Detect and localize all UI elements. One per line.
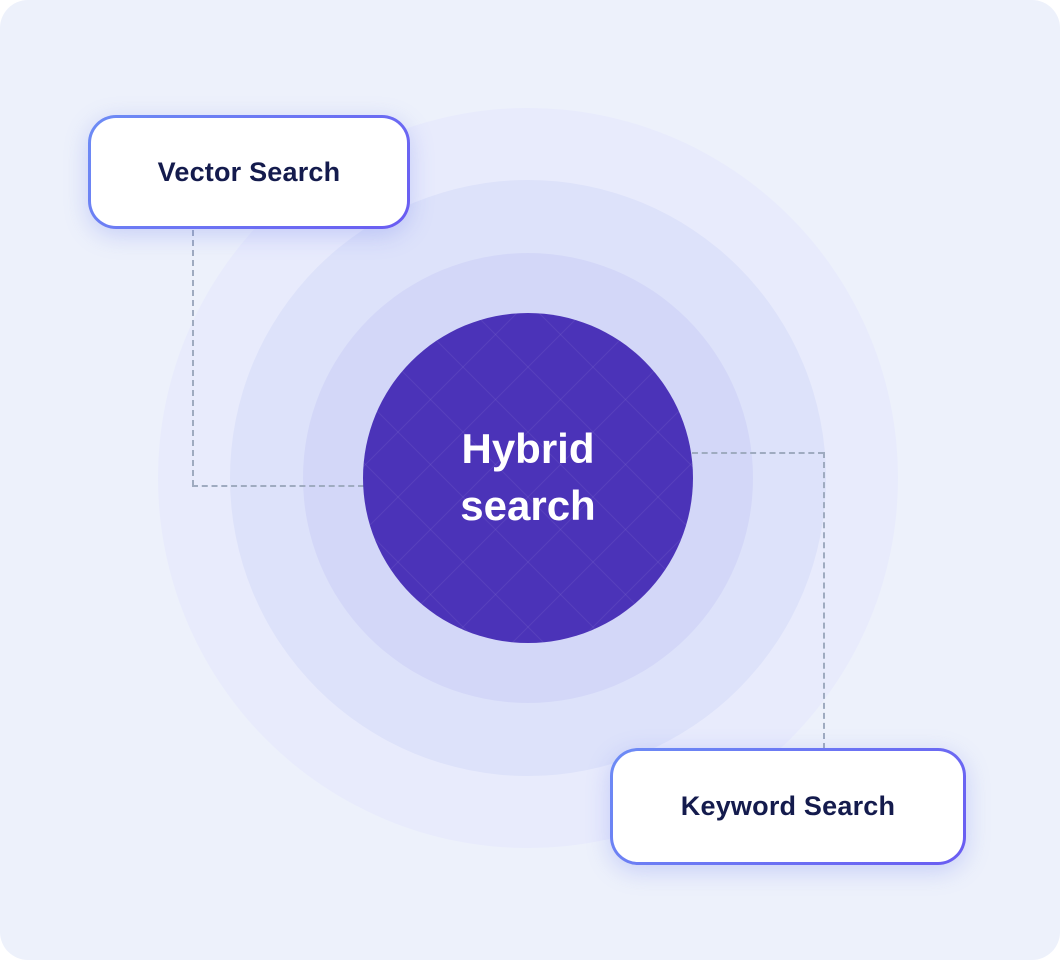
keyword-search-callout: Keyword Search (610, 748, 966, 865)
keyword-connector-vertical (823, 452, 825, 749)
vector-connector-horizontal (192, 485, 364, 487)
keyword-search-callout-body: Keyword Search (613, 751, 963, 862)
hybrid-search-label: Hybrid search (460, 425, 596, 529)
hybrid-search-circle: Hybrid search (363, 313, 693, 643)
vector-search-label: Vector Search (157, 156, 341, 187)
keyword-search-label: Keyword Search (680, 791, 896, 821)
vector-connector-vertical (192, 230, 194, 486)
vector-search-callout-body: Vector Search (91, 118, 407, 226)
vector-search-callout: Vector Search (88, 115, 410, 229)
keyword-connector-horizontal (692, 452, 824, 454)
